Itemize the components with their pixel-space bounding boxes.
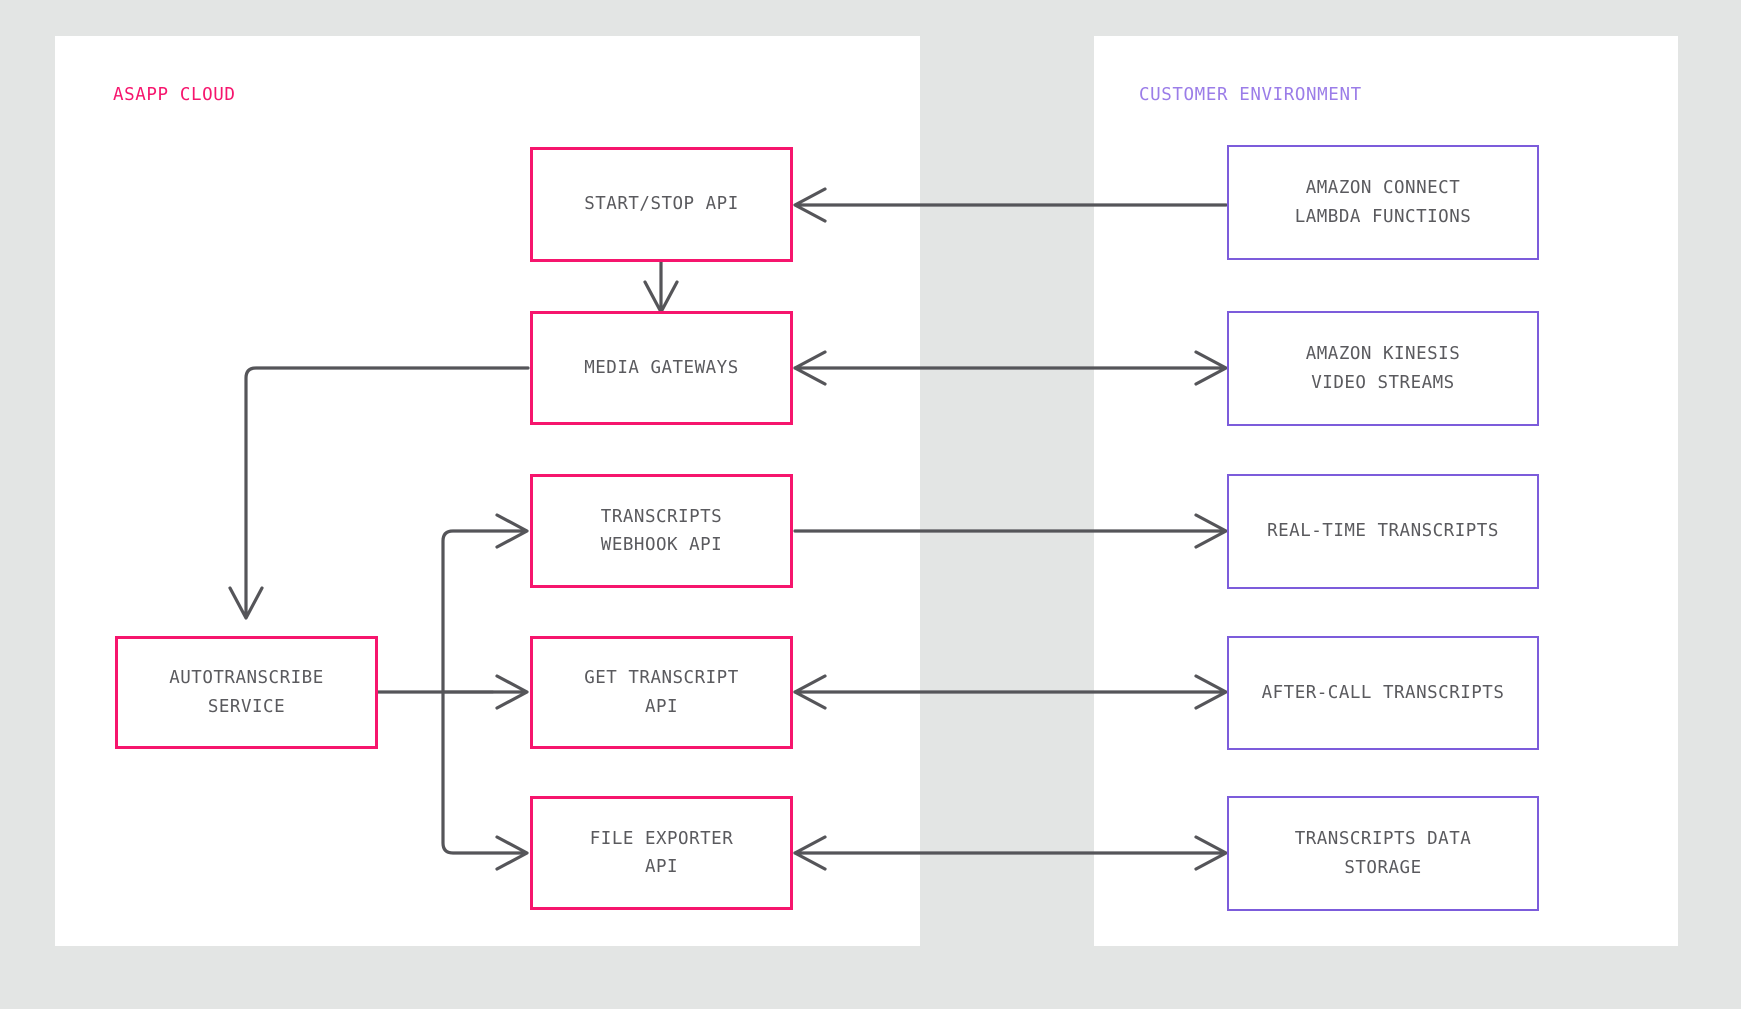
node-media-gateways[interactable]: MEDIA GATEWAYS bbox=[530, 311, 793, 425]
node-autotranscribe-service[interactable]: AUTOTRANSCRIBE SERVICE bbox=[115, 636, 378, 749]
node-start-stop-api[interactable]: START/STOP API bbox=[530, 147, 793, 262]
node-amazon-kinesis-video-streams[interactable]: AMAZON KINESIS VIDEO STREAMS bbox=[1227, 311, 1539, 426]
node-get-transcript-api[interactable]: GET TRANSCRIPT API bbox=[530, 636, 793, 749]
node-amazon-connect-lambda-functions[interactable]: AMAZON CONNECT LAMBDA FUNCTIONS bbox=[1227, 145, 1539, 260]
node-transcripts-data-storage[interactable]: TRANSCRIPTS DATA STORAGE bbox=[1227, 796, 1539, 911]
panel-label-customer-environment: CUSTOMER ENVIRONMENT bbox=[1139, 85, 1362, 105]
node-real-time-transcripts[interactable]: REAL-TIME TRANSCRIPTS bbox=[1227, 474, 1539, 589]
panel-label-asapp-cloud: ASAPP CLOUD bbox=[113, 85, 236, 105]
node-after-call-transcripts[interactable]: AFTER-CALL TRANSCRIPTS bbox=[1227, 636, 1539, 750]
node-file-exporter-api[interactable]: FILE EXPORTER API bbox=[530, 796, 793, 910]
node-transcripts-webhook-api[interactable]: TRANSCRIPTS WEBHOOK API bbox=[530, 474, 793, 588]
